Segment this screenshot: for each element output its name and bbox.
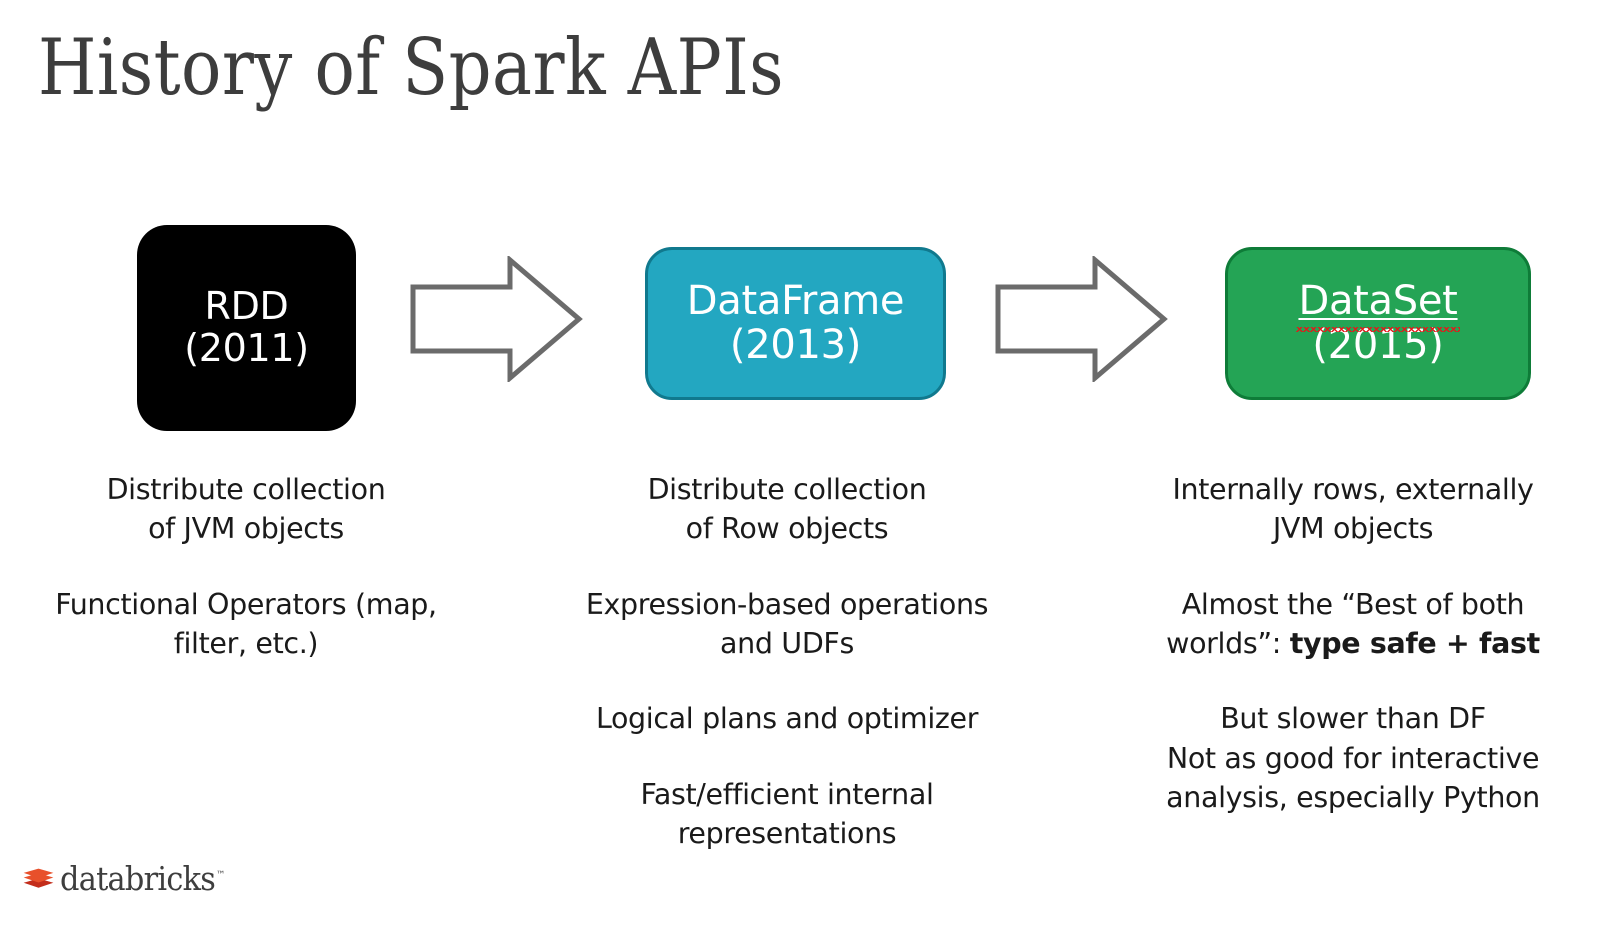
databricks-wordmark-group: databricks™ <box>60 862 225 895</box>
description-paragraph: Functional Operators (map, filter, etc.) <box>55 587 437 660</box>
description-paragraph: Expression-based operations and UDFs <box>585 587 989 660</box>
databricks-stacked-layers-icon <box>23 868 54 888</box>
stage-box-rdd[interactable]: RDD (2011) <box>137 225 356 431</box>
flow-arrow-right-2 <box>990 254 1170 384</box>
description-paragraph-mixed: Almost the “Best of both worlds”: type s… <box>1118 585 1588 664</box>
databricks-wordmark-text: databricks <box>60 859 216 898</box>
stage-box-dataframe-name: DataFrame <box>686 277 905 324</box>
description-paragraph: Distribute collection of JVM objects <box>106 473 386 546</box>
description-column-dataset: Internally rows, externally JVM objects … <box>1118 470 1588 817</box>
description-text-plain: Almost the “Best of both worlds”: <box>1166 587 1525 660</box>
description-column-dataframe: Distribute collection of Row objects Exp… <box>552 470 1022 853</box>
stage-box-dataset-name: DataSet <box>1296 277 1460 332</box>
arrow-right-icon <box>995 254 1168 384</box>
stage-box-dataframe[interactable]: DataFrame (2013) <box>645 247 946 400</box>
arrow-right-icon <box>410 254 583 384</box>
trademark-symbol: ™ <box>216 870 225 881</box>
stage-box-dataset-name-misspelled: DataSet <box>1296 277 1460 332</box>
page-title: History of Spark APIs <box>38 23 784 113</box>
description-paragraph: Distribute collection of Row objects <box>647 473 927 546</box>
description-paragraph: But slower than DF Not as good for inter… <box>1166 702 1540 814</box>
databricks-logo: databricks™ <box>22 862 239 895</box>
description-paragraph: Logical plans and optimizer <box>595 702 979 736</box>
stage-box-dataframe-year: (2013) <box>729 321 862 368</box>
description-paragraph: Fast/efficient internal representations <box>640 777 934 850</box>
stage-box-dataset[interactable]: DataSet (2015) <box>1225 247 1531 400</box>
description-paragraph: Internally rows, externally JVM objects <box>1172 473 1534 546</box>
description-text-emphasis: type safe + fast <box>1289 626 1540 660</box>
description-column-rdd: Distribute collection of JVM objects Fun… <box>11 470 481 663</box>
stage-box-rdd-year: (2011) <box>184 326 309 371</box>
flow-arrow-right-1 <box>405 254 585 384</box>
stage-box-rdd-name: RDD <box>204 284 289 329</box>
